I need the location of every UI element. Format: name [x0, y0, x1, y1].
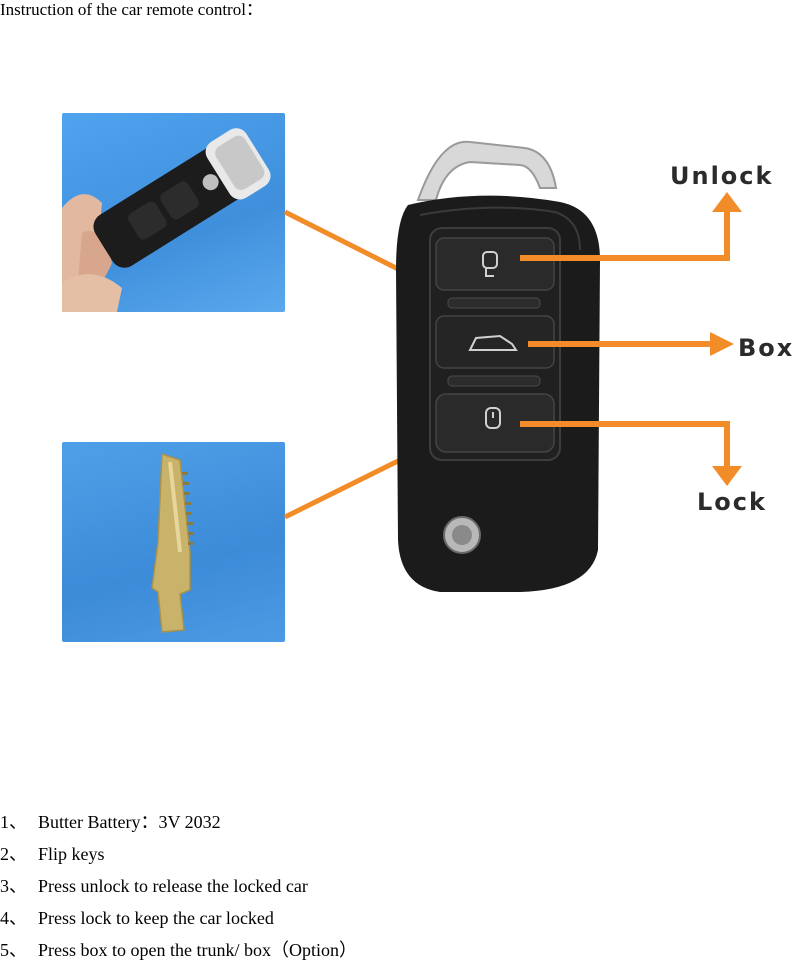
instruction-list: 1、 Butter Battery：3V 2032 2、 Flip keys 3、 P…	[0, 810, 357, 970]
list-text: Press box to open the trunk/ box（Option）	[38, 940, 357, 960]
list-text: Press unlock to release the locked car	[38, 876, 308, 896]
list-number: 5、	[0, 940, 27, 960]
unlock-padlock-icon	[482, 251, 498, 277]
list-number: 1、	[0, 812, 27, 832]
lock-label: Lock	[697, 488, 767, 516]
list-item: 2、 Flip keys	[0, 842, 357, 874]
list-text: Flip keys	[38, 844, 105, 864]
key-blade-photo	[62, 442, 285, 642]
unlock-label: Unlock	[670, 162, 774, 190]
page-title: Instruction of the car remote control：	[0, 0, 263, 19]
list-number: 4、	[0, 908, 27, 928]
list-item: 5、 Press box to open the trunk/ box（Optio…	[0, 938, 357, 970]
hand-holding-remote-illustration	[62, 128, 271, 312]
list-item: 4、 Press lock to keep the car locked	[0, 906, 357, 938]
list-item: 1、 Butter Battery：3V 2032	[0, 810, 357, 842]
list-text: Press lock to keep the car locked	[38, 908, 274, 928]
box-label: Box	[738, 334, 795, 362]
remote-and-arrows	[283, 140, 742, 592]
list-item: 3、 Press unlock to release the locked car	[0, 874, 357, 906]
car-trunk-icon	[468, 334, 518, 351]
unlock-arrow	[520, 192, 742, 261]
unlock-button	[435, 237, 555, 291]
folded-key-photo	[62, 113, 285, 312]
key-ring-icon	[416, 140, 558, 201]
list-number: 3、	[0, 876, 27, 896]
lock-arrow	[520, 421, 742, 486]
remote-diagram: Unlock Box Lock	[0, 70, 799, 694]
box-arrow	[528, 332, 734, 356]
list-text: Butter Battery：3V 2032	[38, 812, 221, 832]
lock-padlock-icon	[485, 407, 501, 429]
key-blade-illustration	[151, 452, 194, 633]
bottom-connector-line	[283, 457, 402, 520]
list-number: 2、	[0, 844, 27, 864]
top-connector-line	[283, 209, 402, 273]
